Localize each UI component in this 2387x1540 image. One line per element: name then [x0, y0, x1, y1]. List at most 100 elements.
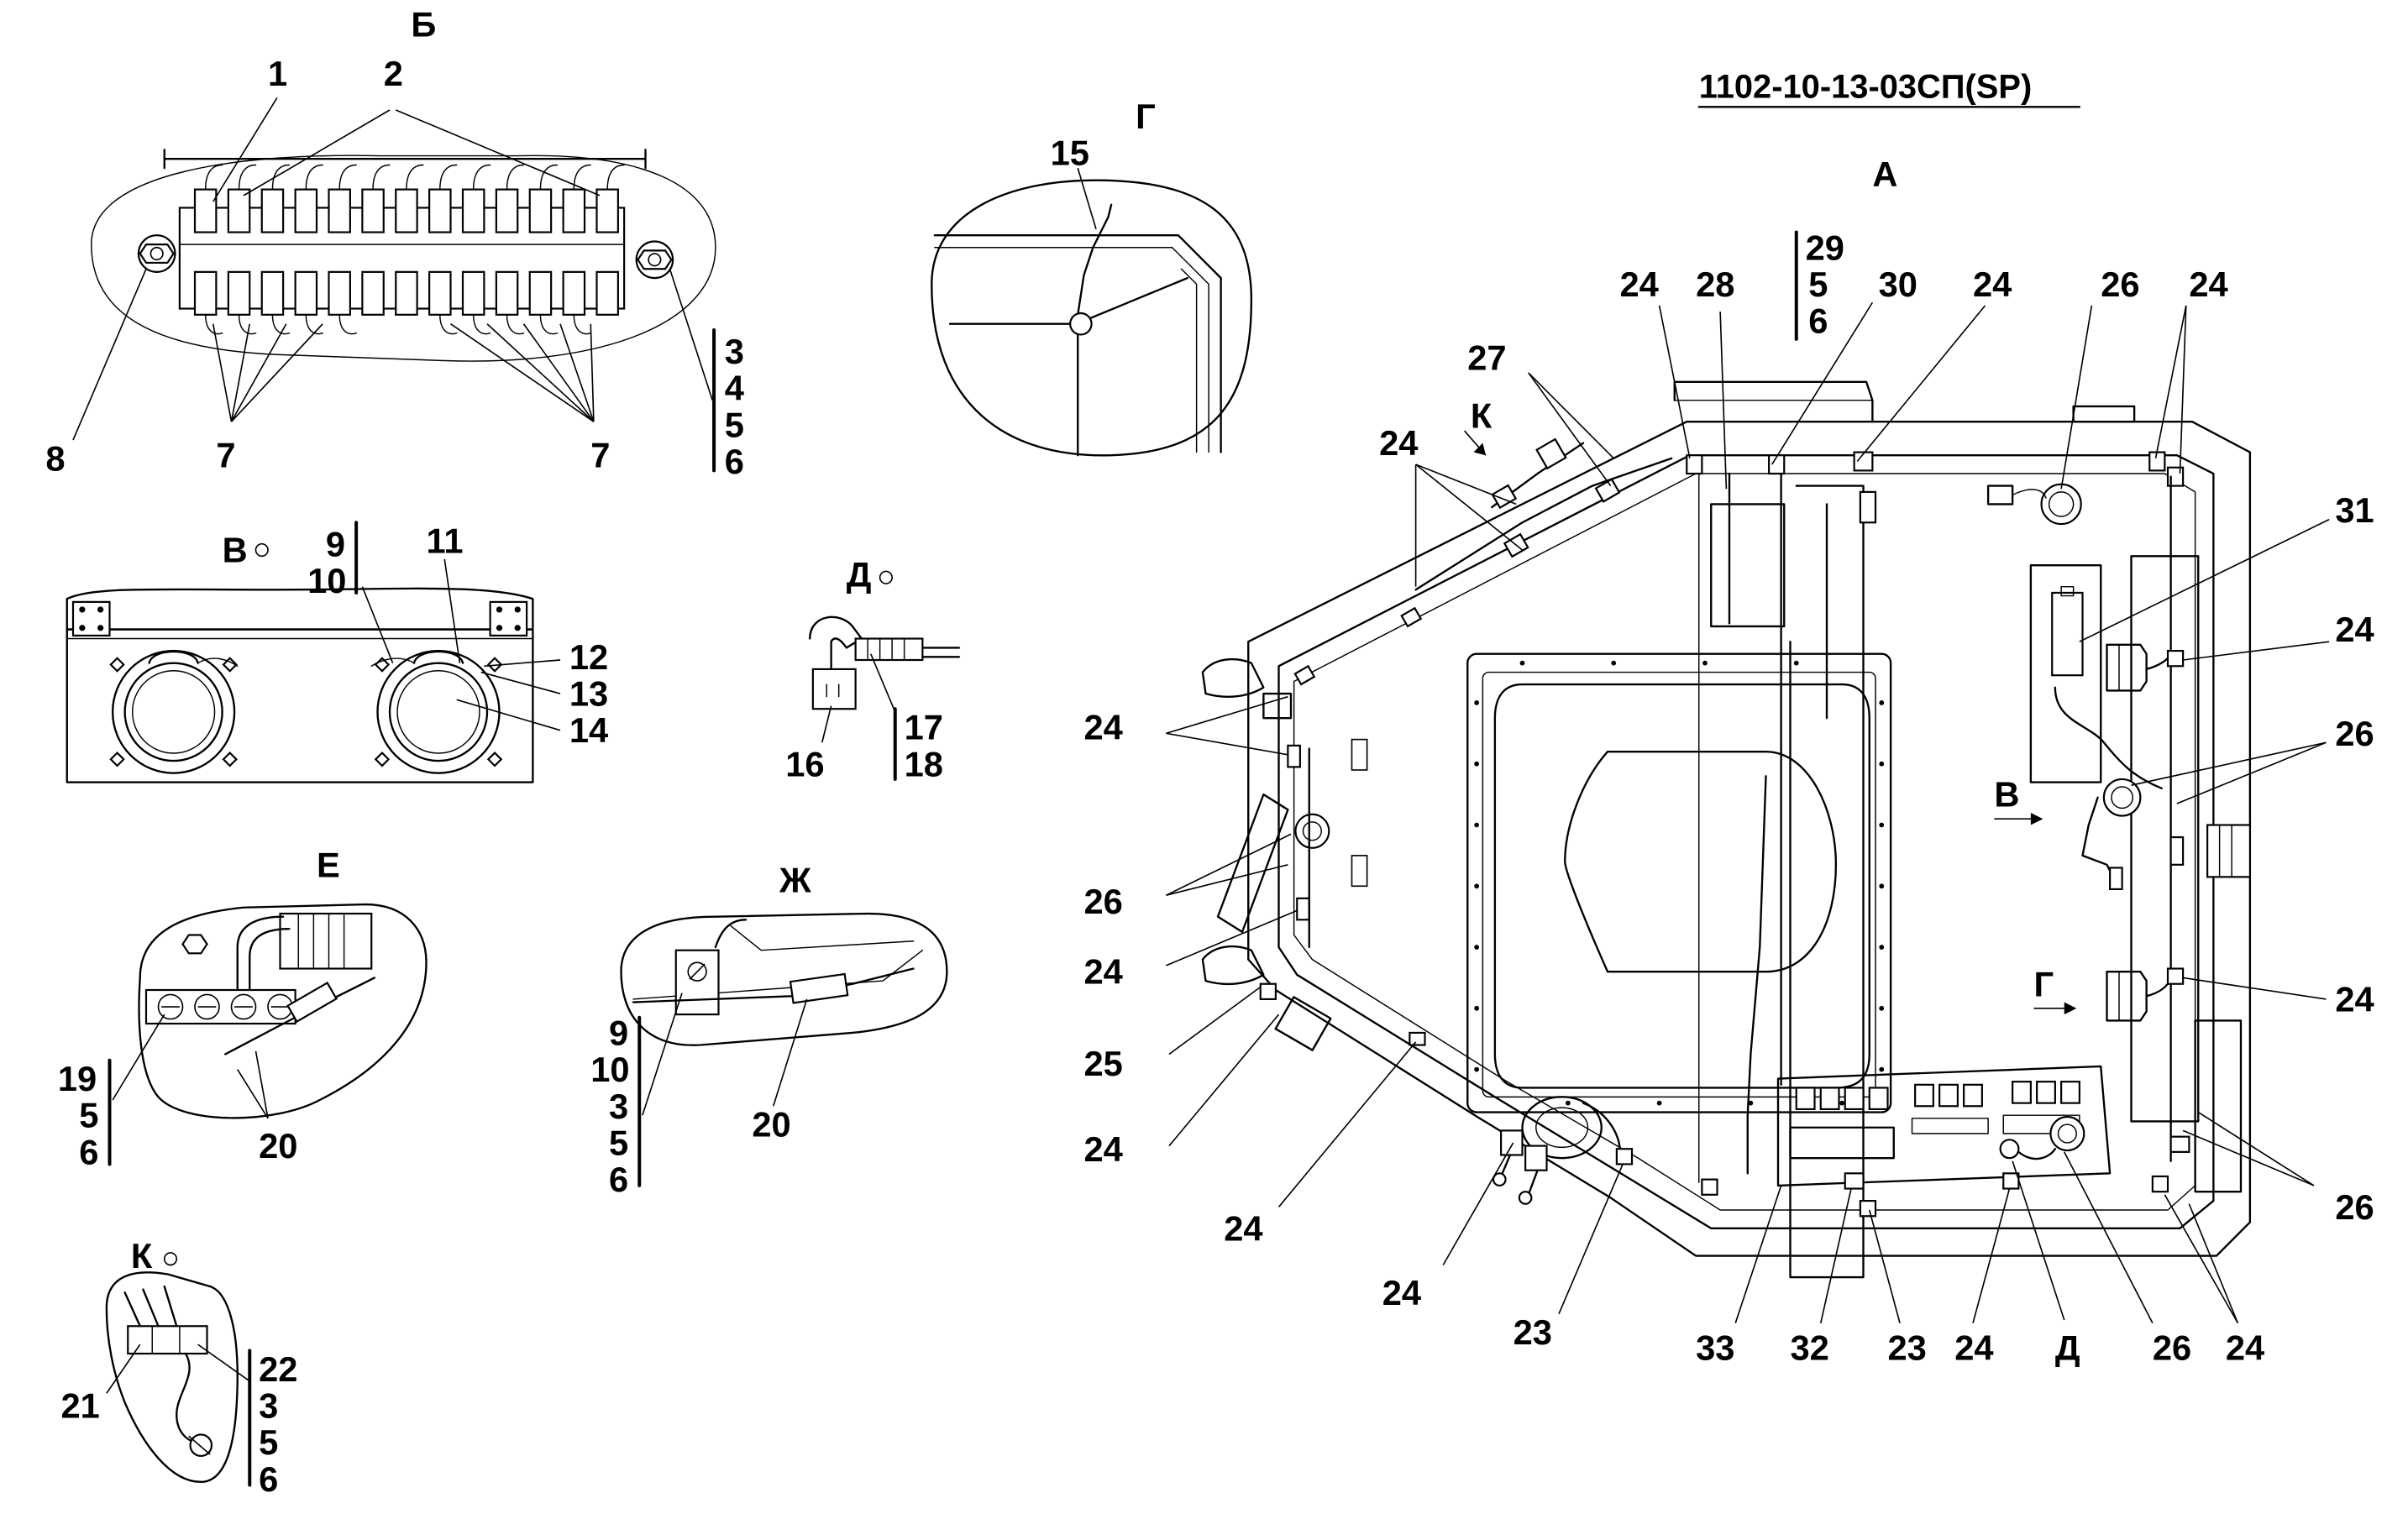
view-e-cable: [224, 977, 376, 1055]
callout-6z: 6: [609, 1160, 628, 1199]
lower-left-clip-2: [1409, 1031, 1426, 1046]
view-e-hex-nut: [181, 934, 208, 955]
view-e-label: Е: [317, 845, 340, 884]
lower-left-grommet: [1521, 1096, 1603, 1160]
lower-left-connector-1: [1500, 1129, 1524, 1156]
panel-bracket-left: [71, 600, 111, 636]
callout-24-upper-left: 24: [1379, 423, 1418, 463]
panel-body: [66, 628, 534, 783]
rear-column-clip: [1859, 490, 1877, 524]
door-glass: [1493, 683, 1870, 1089]
connector-elbow: [809, 615, 863, 671]
right-inner-connector: [2169, 835, 2185, 866]
connector-sleeve: [854, 637, 924, 662]
plan-leaders: [1166, 230, 2330, 1324]
right-outer-connector: [2206, 824, 2251, 878]
callout-26-bottom: 26: [2153, 1328, 2191, 1367]
rear-pillar-lines: [1728, 472, 1828, 1086]
view-d-connector: Д 16 17 18: [785, 555, 961, 783]
callout-25: 25: [1084, 1044, 1123, 1083]
callout-24-bottom-1: 24: [1224, 1208, 1262, 1248]
view-k-cable: [176, 1352, 199, 1443]
view-zh-sleeve: [789, 972, 849, 1004]
roof-lamp-mount: [2072, 405, 2136, 423]
roof-clip-3: [1594, 478, 1621, 503]
callout-12: 12: [569, 637, 608, 677]
view-zh-outline: [620, 912, 948, 1046]
callout-23-a: 23: [1514, 1312, 1552, 1352]
lamp-left: [109, 649, 238, 774]
callout-31: 31: [2335, 490, 2374, 530]
callout-8: 8: [45, 438, 65, 478]
right-clip-1: [2166, 649, 2185, 668]
roof-clip-1: [1491, 484, 1518, 510]
view-g-frame-edge: [1180, 268, 1198, 453]
lower-left-bolt-1: [1492, 1172, 1507, 1186]
left-grommet-2: [1296, 897, 1310, 921]
callout-24-left-2: 24: [1084, 952, 1123, 992]
lamp-right: [374, 649, 503, 774]
callout-24-top-1: 24: [1620, 265, 1659, 304]
top-clip-4: [2148, 451, 2166, 472]
callout-10z: 10: [590, 1050, 629, 1089]
view-a-cab-plan: А: [1084, 155, 2374, 1367]
floor-clip-4: [1859, 1199, 1877, 1218]
callout-7b: 7: [590, 436, 610, 475]
callout-20z: 20: [752, 1105, 790, 1145]
view-b-leaders: [72, 97, 716, 473]
dashboard-clip-1: [1844, 1172, 1865, 1190]
sensor-head: [1069, 312, 1093, 336]
callout-24-bottom-3: 24: [1954, 1328, 1993, 1367]
right-clip-3: [2169, 1135, 2190, 1153]
view-e-outline: [138, 903, 428, 1119]
dashboard-indicator-strip: [1911, 1118, 1989, 1134]
marker-g-text: Г: [2033, 964, 2054, 1003]
callout-5z: 5: [609, 1123, 628, 1162]
dashboard-lower-box: [1789, 1126, 1895, 1160]
right-lamp-wires: [2145, 652, 2172, 998]
view-zh-cable-clamp: Ж 9 10 3 5 6 20: [590, 860, 948, 1199]
lower-left-clip-3: [1259, 982, 1277, 1001]
view-g-sensor-detail: Г 15: [931, 97, 1253, 457]
view-b-label: Б: [411, 5, 436, 45]
callout-24-right-1: 24: [2335, 610, 2374, 649]
callout-33: 33: [1696, 1328, 1734, 1367]
callout-29: 29: [1806, 228, 1844, 267]
view-e-cable-sleeve: [286, 981, 338, 1024]
right-cable-loop: [2054, 686, 2163, 790]
marker-v-text: В: [1994, 775, 2019, 815]
view-k-wires: [123, 1285, 178, 1328]
callout-20a: 20: [259, 1126, 297, 1165]
lower-left-connector-leads: [1499, 1154, 1539, 1196]
marker-k: К: [1464, 395, 1493, 456]
top-grommet: [2040, 483, 2082, 526]
right-lamp-lower: [2106, 970, 2148, 1022]
callout-9a: 9: [326, 524, 345, 563]
lower-left-clip: [1615, 1148, 1634, 1165]
left-lamp: [1294, 813, 1330, 849]
floor-clip-1: [1701, 1178, 1718, 1196]
view-g-frame-inner: [934, 247, 1209, 453]
callout-3a: 3: [725, 332, 744, 371]
callout-30: 30: [1879, 265, 1917, 304]
left-bracket-top: [1262, 692, 1293, 720]
view-e-wire-2: [249, 928, 291, 992]
door-frame-inner: [1482, 671, 1876, 1098]
callout-9z: 9: [609, 1013, 628, 1052]
callout-24-left-1: 24: [1084, 708, 1123, 747]
cab-frame-outer: [1247, 420, 2252, 1257]
sensor-wire: [1077, 203, 1113, 316]
callout-24-bottom-2: 24: [1382, 1273, 1421, 1312]
view-g-bar-diagonal: [1083, 276, 1188, 322]
view-k-switch: К 21 22 3 5 6: [61, 1236, 298, 1499]
callout-3z: 3: [609, 1087, 628, 1126]
relay-31: [2051, 591, 2084, 677]
callout-18: 18: [905, 744, 943, 783]
roof-harness: [1414, 457, 1673, 591]
view-g-label: Г: [1136, 97, 1156, 136]
dashboard-panel: [1776, 1065, 2112, 1187]
rear-column: [1789, 485, 1865, 1279]
callout-5a: 5: [725, 405, 744, 444]
right-lamp-upper: [2106, 643, 2148, 692]
